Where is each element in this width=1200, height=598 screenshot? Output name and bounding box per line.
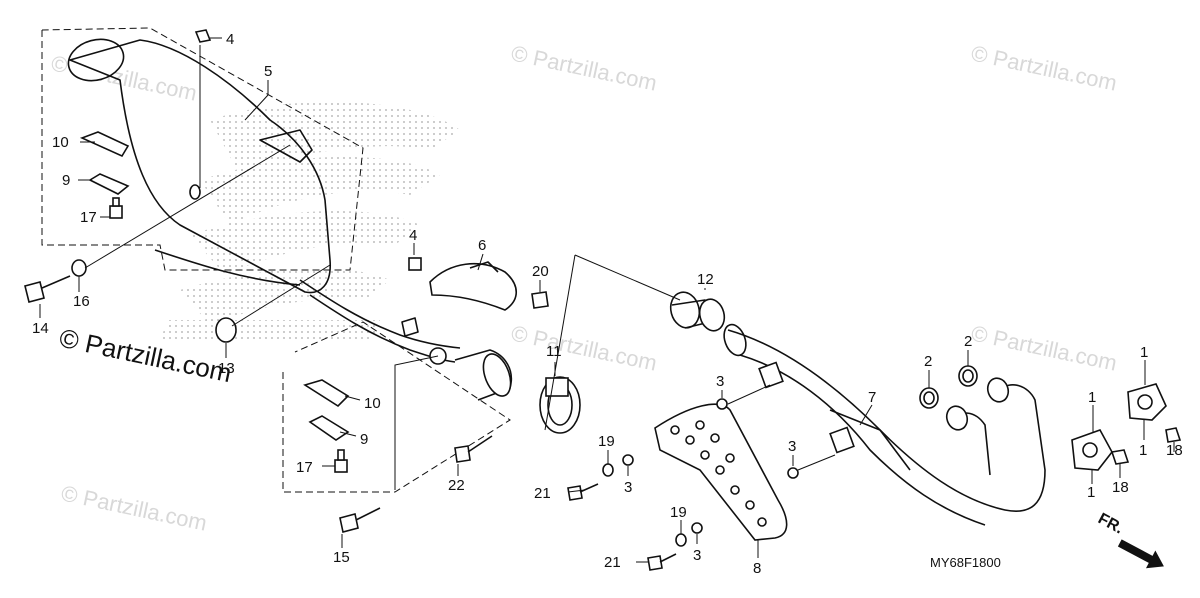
watermark: © Partzilla.com [969,40,1119,95]
callout-9: 9 [360,431,368,448]
leader-lines [39,37,1175,563]
callout-17: 17 [80,209,97,226]
heat-shield-bracket [429,261,518,311]
diagram-code: MY68F1800 [930,555,1001,570]
callout-3: 3 [716,373,724,390]
callout-9: 9 [62,172,70,189]
callout-11: 11 [546,343,562,360]
callout-21: 21 [604,554,621,571]
callout-1: 1 [1088,389,1096,406]
clamp [539,376,581,434]
callout-19: 19 [670,504,687,521]
callout-2: 2 [964,333,972,350]
callout-17: 17 [296,459,313,476]
callout-3: 3 [693,547,701,564]
callout-16: 16 [73,293,90,310]
direction-label: FR. [1095,510,1126,537]
muffler [67,38,461,365]
gaskets [919,365,978,409]
connecting-pipe [454,349,512,401]
callout-1: 1 [1140,344,1148,361]
watermark: © Partzilla.com [59,480,209,535]
joint-flanges [1071,383,1167,471]
callout-7: 7 [868,389,876,406]
watermark: © Partzilla.com [509,320,659,375]
group-outlines [41,27,511,493]
callout-4: 4 [409,227,417,244]
callout-2: 2 [924,353,932,370]
gasket-sleeve [669,291,726,332]
callout-6: 6 [478,237,486,254]
watermark: © Partzilla.com [509,40,659,95]
callout-14: 14 [32,320,49,337]
exhaust-pipe [723,323,1046,526]
callout-13: 13 [218,360,235,377]
honda-wing-logo [160,101,460,340]
fasteners [24,29,1182,571]
callout-3: 3 [624,479,632,496]
callout-22: 22 [448,477,465,494]
callout-18: 18 [1166,442,1183,459]
callout-15: 15 [333,549,350,566]
callouts: 4 5 10 9 17 16 14 13 4 6 20 12 11 10 9 1… [32,31,1183,577]
callout-10: 10 [364,395,381,412]
callout-4: 4 [226,31,234,48]
callout-1: 1 [1139,442,1147,459]
callout-19: 19 [598,433,615,450]
callout-8: 8 [753,560,761,577]
callout-20: 20 [532,263,549,280]
callout-18: 18 [1112,479,1129,496]
callout-12: 12 [697,271,714,288]
callout-1: 1 [1087,484,1095,501]
watermark: © Partzilla.com [969,320,1119,375]
front-direction-arrow-icon: FR. [1095,510,1164,569]
callout-10: 10 [52,134,69,151]
heat-protector-plate [654,403,788,541]
callout-21: 21 [534,485,551,502]
callout-3: 3 [788,438,796,455]
callout-5: 5 [264,63,272,80]
